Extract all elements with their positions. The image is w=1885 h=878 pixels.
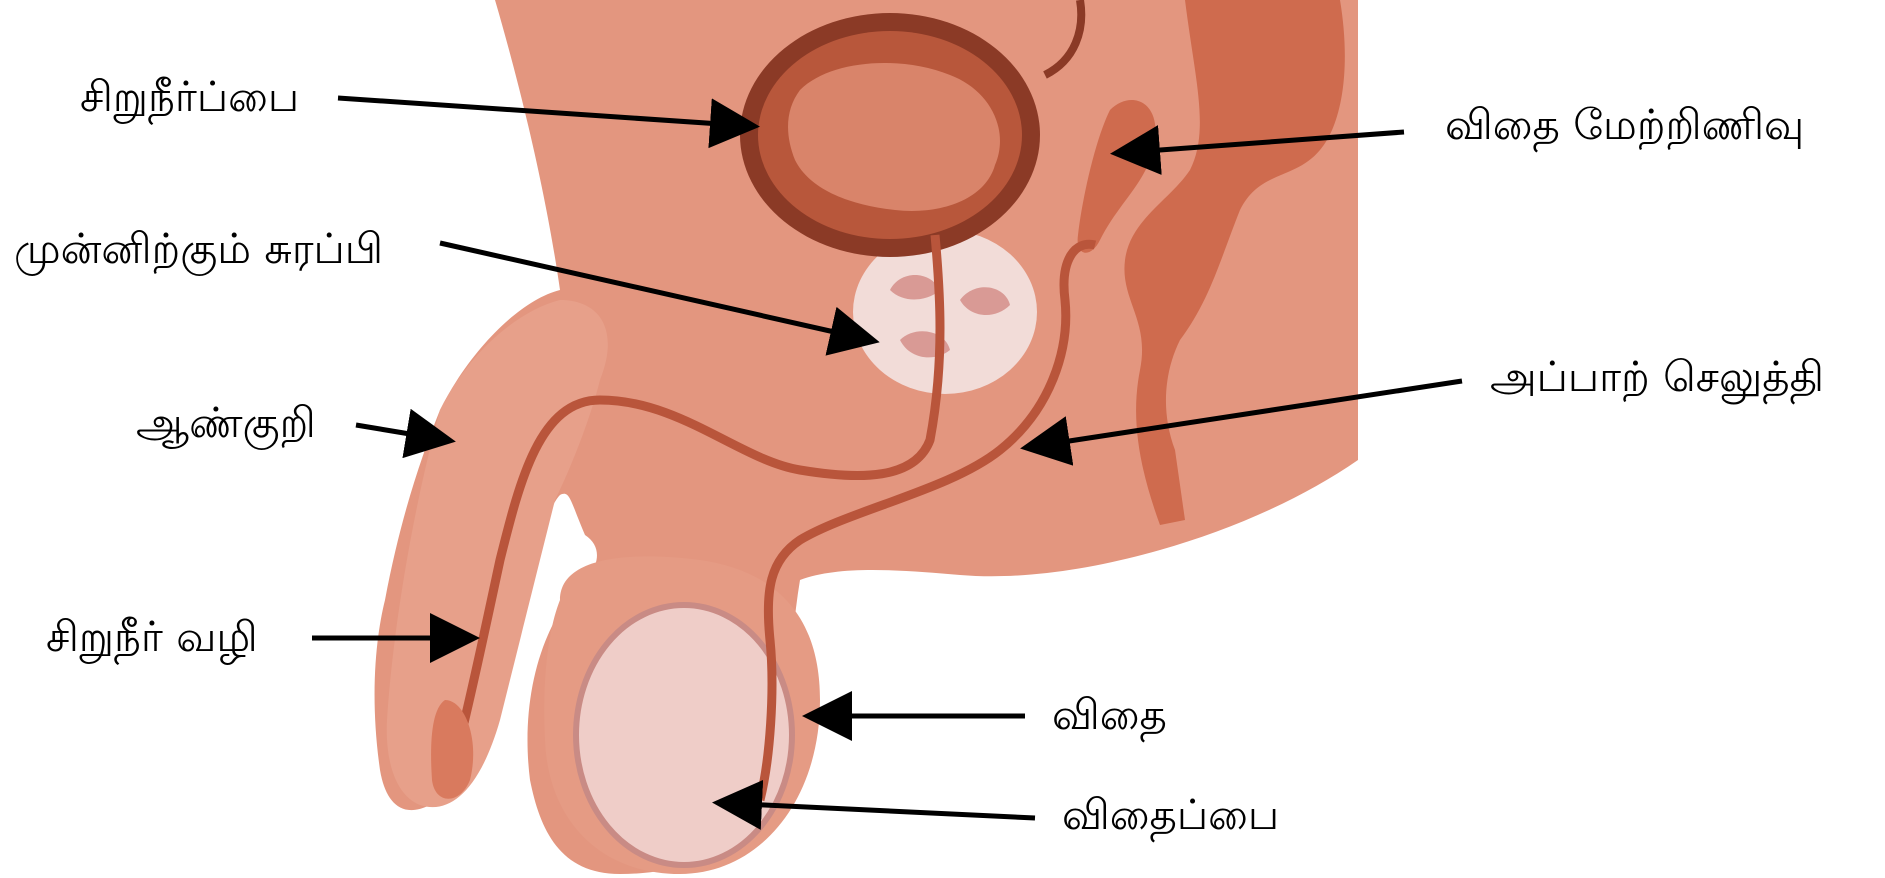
testis-shape <box>576 605 792 865</box>
label-prostate: முன்னிற்கும் சுரப்பி <box>14 228 383 270</box>
label-scrotum: விதைப்பை <box>1062 794 1279 836</box>
label-seminal-vesicle: விதை மேற்றிணிவு <box>1445 104 1804 146</box>
label-vas-deferens: அப்பாற் செலுத்தி <box>1490 356 1824 398</box>
label-urethra: சிறுநீர் வழி <box>46 616 258 658</box>
label-bladder: சிறுநீர்ப்பை <box>80 76 299 118</box>
label-penis: ஆண்குறி <box>136 402 316 444</box>
label-testis: விதை <box>1052 694 1167 736</box>
